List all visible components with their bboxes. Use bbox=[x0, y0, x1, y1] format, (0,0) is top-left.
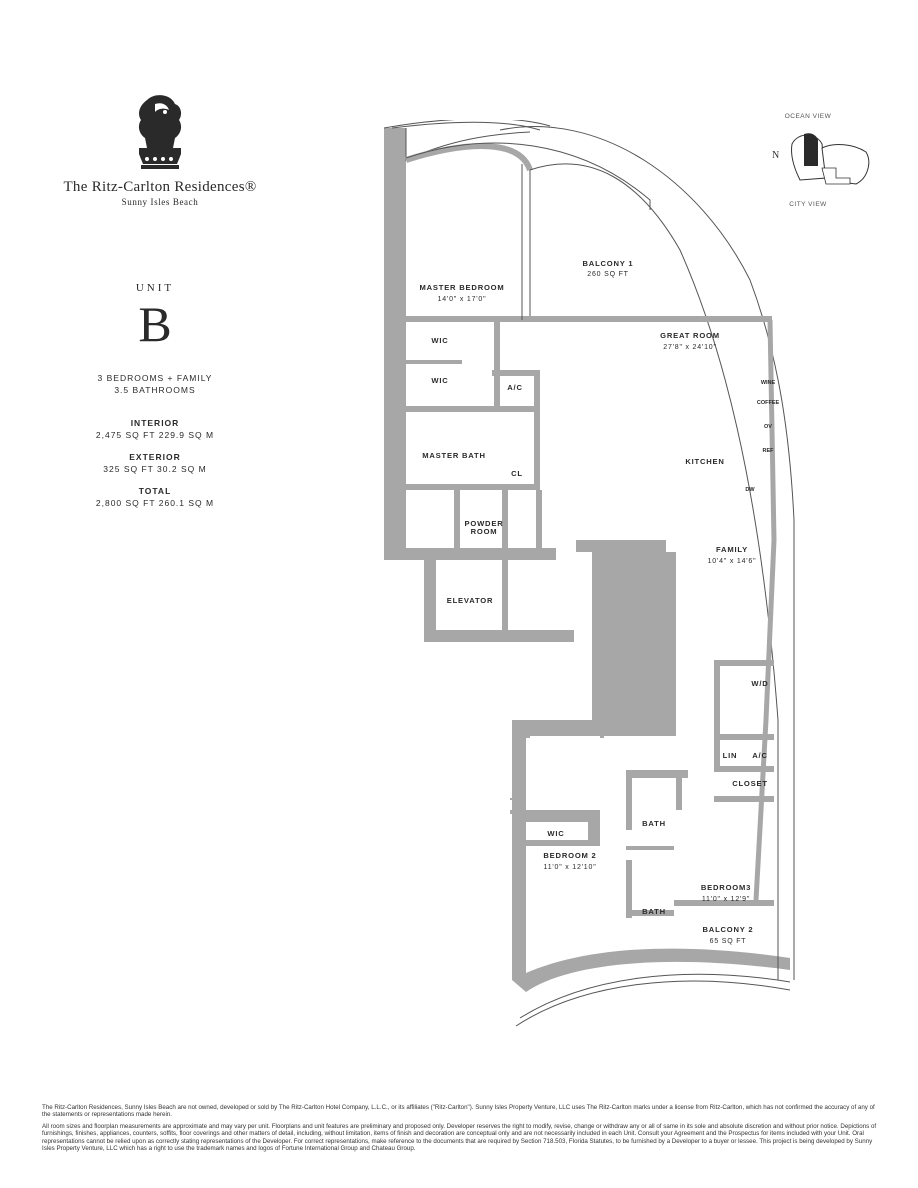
powder-room-label-1: POWDER bbox=[465, 519, 504, 528]
interior-value: 2,475 SQ FT 229.9 SQ M bbox=[95, 430, 215, 440]
powder-room-label-2: ROOM bbox=[471, 527, 498, 536]
bedroom-3-label: BEDROOM3 bbox=[701, 883, 751, 892]
bath-2-label: BATH bbox=[642, 907, 666, 916]
wd-label: W/D bbox=[751, 679, 768, 688]
legal-disclaimer: The Ritz-Carlton Residences, Sunny Isles… bbox=[42, 1104, 878, 1156]
wic-1-label: WIC bbox=[431, 336, 448, 345]
unit-location-highlight bbox=[804, 133, 818, 166]
total-value: 2,800 SQ FT 260.1 SQ M bbox=[95, 498, 215, 508]
total-label: TOTAL bbox=[138, 486, 172, 496]
master-bedroom-label: MASTER BEDROOM bbox=[419, 283, 504, 292]
lion-crown-logo-icon bbox=[138, 95, 182, 169]
kitchen-label: KITCHEN bbox=[685, 457, 724, 466]
master-bath-label: MASTER BATH bbox=[422, 451, 486, 460]
elevator-label: ELEVATOR bbox=[447, 596, 493, 605]
brand-name: The Ritz-Carlton Residences® bbox=[63, 179, 257, 195]
bath-1-label: BATH bbox=[642, 819, 666, 828]
disclaimer-paragraph-2: All room sizes and floorplan measurement… bbox=[42, 1122, 877, 1153]
unit-label: UNIT bbox=[135, 282, 175, 294]
lin-label: LIN bbox=[723, 751, 738, 760]
family-dims: 10'4" x 14'6" bbox=[708, 558, 757, 565]
bedroom-2-dims: 11'0" x 12'10" bbox=[544, 864, 597, 871]
great-room-dims: 27'8" x 24'10" bbox=[663, 344, 716, 351]
dw-label: DW bbox=[745, 487, 755, 493]
wine-label: WINE bbox=[761, 380, 776, 386]
cl-label: CL bbox=[511, 469, 523, 478]
closet-label: CLOSET bbox=[732, 779, 768, 788]
exterior-value: 325 SQ FT 30.2 SQ M bbox=[103, 464, 207, 474]
bedroom-2-label: BEDROOM 2 bbox=[543, 851, 596, 860]
wic-3-label: WIC bbox=[547, 829, 564, 838]
wic-2-label: WIC bbox=[431, 376, 448, 385]
bedroom-3-dims: 11'0" x 12'9" bbox=[702, 896, 750, 903]
ac-1-label: A/C bbox=[507, 383, 522, 392]
key-plan: OCEAN VIEW N CITY VIEW bbox=[772, 113, 870, 208]
north-label: N bbox=[772, 150, 779, 161]
great-room-label: GREAT ROOM bbox=[660, 331, 720, 340]
ac-2-label: A/C bbox=[752, 751, 767, 760]
master-bedroom-dims: 14'0" x 17'0" bbox=[438, 296, 487, 303]
balcony-1-area: 260 SQ FT bbox=[587, 271, 628, 278]
ocean-view-label: OCEAN VIEW bbox=[785, 113, 832, 120]
floor-plan: MASTER BEDROOM 14'0" x 17'0" BALCONY 1 2… bbox=[383, 120, 795, 1027]
bathroom-count: 3.5 BATHROOMS bbox=[114, 385, 196, 395]
brand-location: Sunny Isles Beach bbox=[121, 197, 199, 207]
balcony-2-label: BALCONY 2 bbox=[703, 925, 754, 934]
ref-label: REF bbox=[763, 448, 775, 454]
bedroom-count: 3 BEDROOMS + FAMILY bbox=[97, 373, 213, 383]
unit-info: UNIT B 3 BEDROOMS + FAMILY 3.5 BATHROOMS… bbox=[60, 282, 250, 508]
interior-label: INTERIOR bbox=[130, 418, 180, 428]
coffee-label: COFFEE bbox=[757, 400, 780, 406]
ov-label: OV bbox=[764, 424, 772, 430]
disclaimer-paragraph-1: The Ritz-Carlton Residences, Sunny Isles… bbox=[42, 1104, 875, 1119]
balcony-2-area: 65 SQ FT bbox=[710, 938, 747, 945]
city-view-label: CITY VIEW bbox=[789, 201, 827, 208]
brand-block: The Ritz-Carlton Residences® Sunny Isles… bbox=[40, 92, 280, 207]
unit-letter: B bbox=[138, 296, 172, 352]
balcony-1-label: BALCONY 1 bbox=[583, 259, 634, 268]
family-label: FAMILY bbox=[716, 545, 748, 554]
exterior-label: EXTERIOR bbox=[129, 452, 181, 462]
